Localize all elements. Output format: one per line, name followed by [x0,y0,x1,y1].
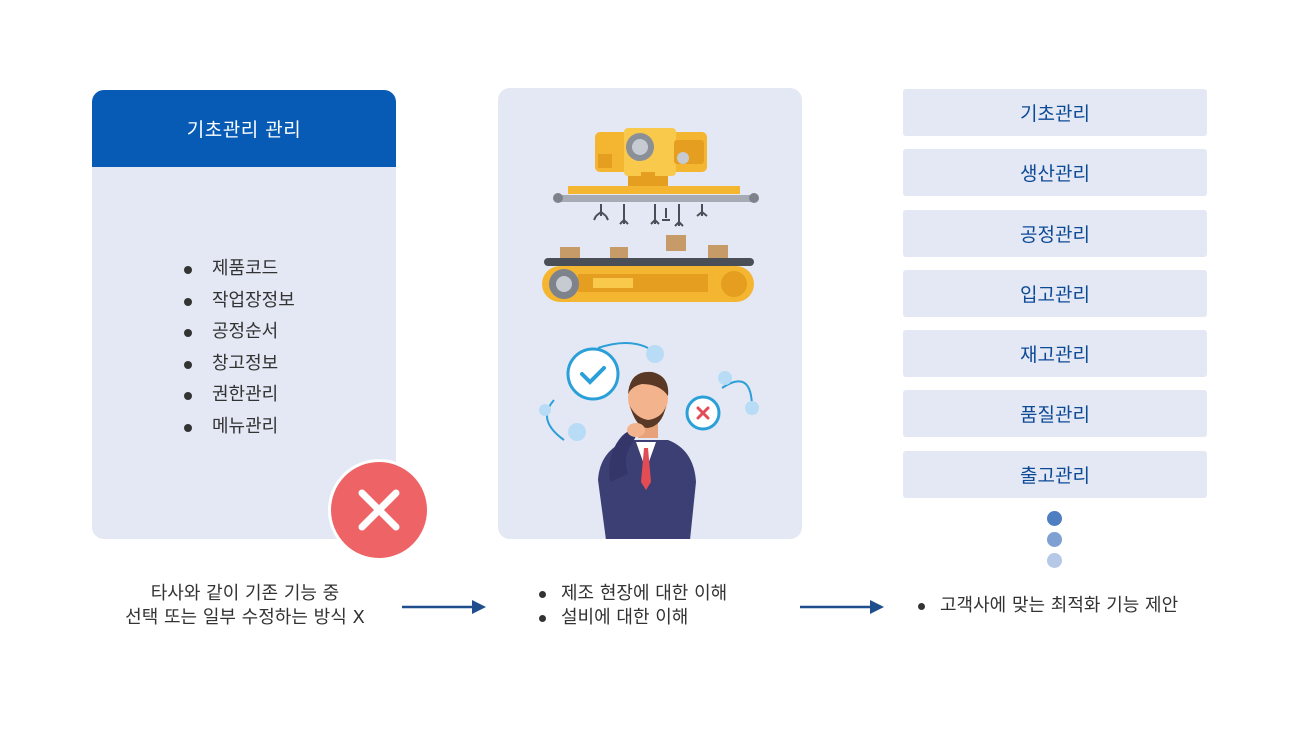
module-menu: 기초관리 생산관리 공정관리 입고관리 재고관리 품질관리 출고관리 [903,89,1207,511]
menu-item-inventory[interactable]: 재고관리 [903,330,1207,377]
menu-item-quality[interactable]: 품질관리 [903,390,1207,437]
more-indicator [1047,511,1063,574]
menu-item-shipping[interactable]: 출고관리 [903,451,1207,498]
list-item: 창고정보 [184,348,295,380]
arrow-right-icon [402,596,488,618]
dot [1047,553,1062,568]
thinking-businessman-illustration [588,370,708,539]
menu-item-process[interactable]: 공정관리 [903,210,1207,257]
left-caption: 타사와 같이 기존 기능 중 선택 또는 일부 수정하는 방식 X [100,582,390,630]
feature-list: 제품코드 작업장정보 공정순서 창고정보 권한관리 메뉴관리 [184,253,295,442]
list-item: 고객사에 맞는 최적화 기능 제안 [916,594,1178,618]
list-item: 공정순서 [184,316,295,348]
list-item: 제조 현장에 대한 이해 [537,582,727,606]
illustration-card [498,88,802,539]
list-item: 작업장정보 [184,285,295,317]
list-item: 제품코드 [184,253,295,285]
middle-caption: 제조 현장에 대한 이해 설비에 대한 이해 [537,582,727,630]
menu-item-receiving[interactable]: 입고관리 [903,270,1207,317]
arrow-right-icon [800,596,886,618]
reject-badge [328,459,430,561]
dot [1047,532,1062,547]
menu-item-basic[interactable]: 기초관리 [903,89,1207,136]
menu-item-production[interactable]: 생산관리 [903,149,1207,196]
left-caption-line: 선택 또는 일부 수정하는 방식 X [100,606,390,630]
dot [1047,511,1062,526]
card-title: 기초관리 관리 [92,90,396,167]
close-icon [357,488,401,532]
list-item: 메뉴관리 [184,411,295,443]
list-item: 설비에 대한 이해 [537,606,727,630]
right-caption: 고객사에 맞는 최적화 기능 제안 [916,594,1178,618]
list-item: 권한관리 [184,379,295,411]
left-caption-line: 타사와 같이 기존 기능 중 [100,582,390,606]
